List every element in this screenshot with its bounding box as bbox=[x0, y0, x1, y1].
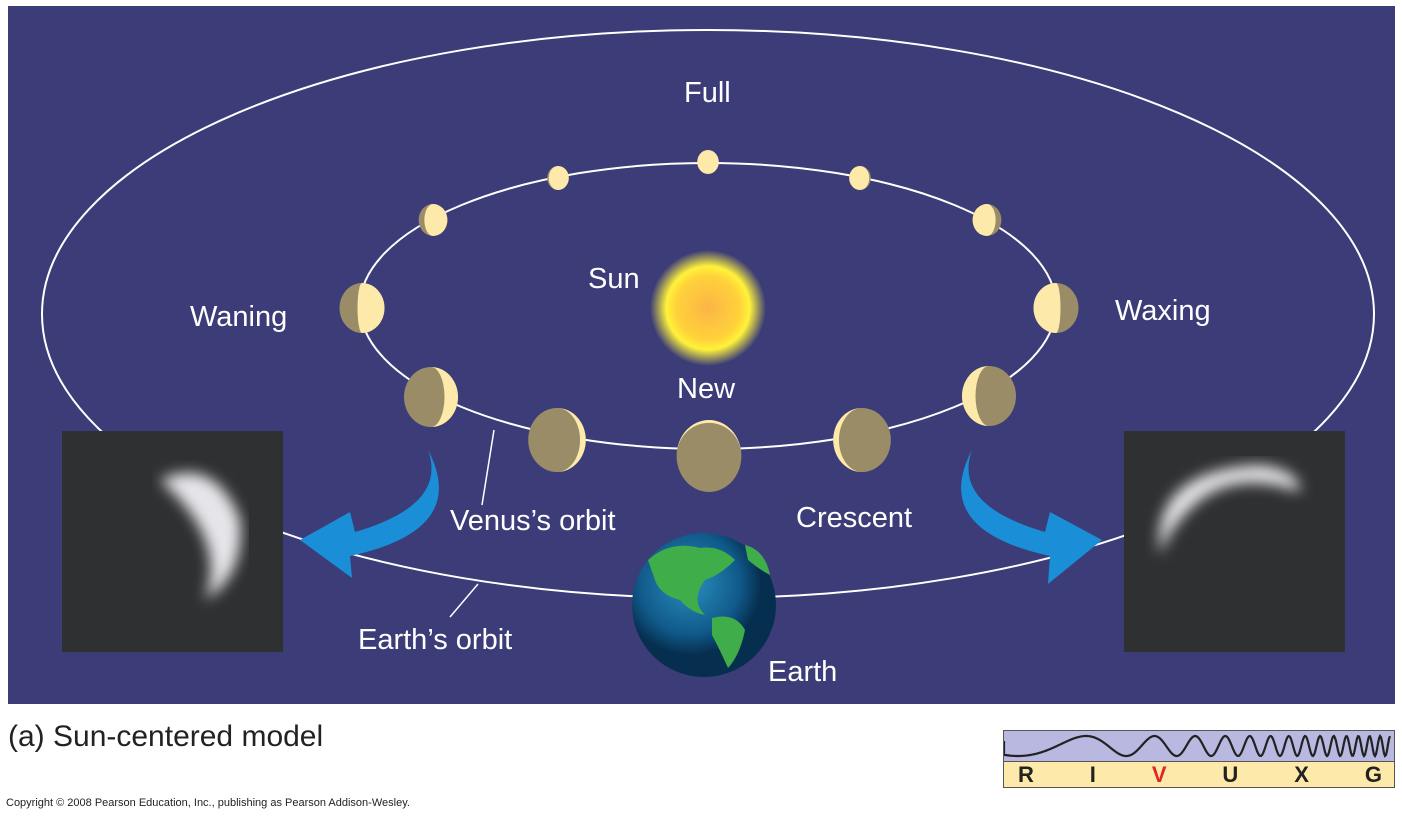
figure-caption: (a) Sun-centered model bbox=[8, 720, 324, 753]
venus-new bbox=[676, 420, 742, 492]
spectrum-letter-g: G bbox=[1364, 761, 1382, 787]
spectrum-letter-x: X bbox=[1294, 761, 1309, 787]
venus-crescent-left bbox=[404, 367, 458, 427]
label-venus-orbit: Venus’s orbit bbox=[450, 505, 616, 537]
venus-half-right bbox=[1033, 283, 1079, 333]
venus-full bbox=[697, 150, 719, 174]
venus-gibbous-right-2 bbox=[972, 204, 1002, 236]
venus-thin-crescent-right bbox=[833, 408, 891, 472]
waxing-arrow-icon bbox=[961, 450, 1102, 584]
venus-thin-crescent-left bbox=[528, 408, 586, 472]
label-full: Full bbox=[684, 77, 731, 109]
earth-orbit-leader bbox=[449, 583, 479, 618]
label-waxing: Waxing bbox=[1115, 295, 1211, 327]
spectrum-letter-i: I bbox=[1089, 761, 1096, 787]
venus-gibbous-left bbox=[547, 166, 569, 190]
waning-arrow-icon bbox=[300, 450, 439, 578]
wave-strip bbox=[1002, 731, 1394, 762]
venus-gibbous-right bbox=[849, 166, 871, 190]
venus-phases bbox=[339, 150, 1079, 492]
sun bbox=[650, 250, 766, 366]
label-sun: Sun bbox=[588, 263, 640, 295]
label-earth-orbit: Earth’s orbit bbox=[358, 624, 512, 656]
label-crescent: Crescent bbox=[796, 502, 912, 534]
label-waning: Waning bbox=[190, 301, 287, 333]
earth bbox=[632, 533, 776, 677]
spectrum-letter-v: V bbox=[1151, 761, 1167, 787]
spectrum-letter-u: U bbox=[1222, 761, 1239, 787]
copyright: Copyright © 2008 Pearson Education, Inc.… bbox=[6, 797, 410, 809]
label-new: New bbox=[677, 373, 736, 405]
venus-half-left bbox=[339, 283, 385, 333]
wavelength-wave-icon bbox=[1002, 733, 1392, 759]
waning-venus-photo bbox=[62, 431, 283, 652]
venus-orbit-leader bbox=[481, 429, 495, 506]
label-earth: Earth bbox=[768, 656, 837, 688]
waxing-venus-photo bbox=[1124, 431, 1345, 652]
venus-gibbous-left-2 bbox=[418, 204, 448, 236]
venus-crescent-right bbox=[962, 366, 1016, 426]
spectrum-letter-r: R bbox=[1018, 761, 1034, 787]
